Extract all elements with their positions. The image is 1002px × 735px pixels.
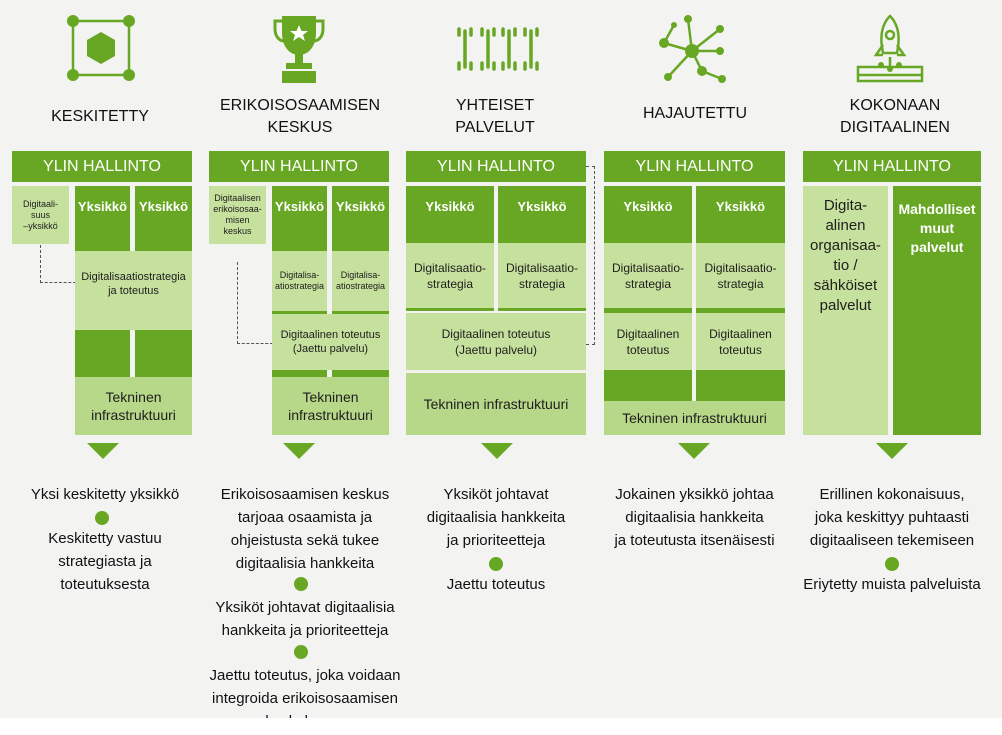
column-4-unit-b-label: Yksikkö [715,198,766,214]
column-4-infra: Tekninen infrastruktuuri [604,401,785,435]
column-5-header: YLIN HALLINTO [803,151,981,182]
column-2-infra: Tekninen infrastruktuuri [272,377,389,435]
column-3-implementation: Digitaalinen toteutus (Jaettu palvelu) [406,313,586,370]
column-2-implementation: Digitaalinen toteutus (Jaettu palvelu) [272,314,389,370]
column-2-header: YLIN HALLINTO [209,151,389,182]
column-4-unit-a-label: Yksikkö [623,198,673,214]
column-1-infra: Tekninen infrastruktuuri [75,377,192,435]
bullet-dot [294,577,308,591]
column-2-unit-a-label: Yksikkö [274,198,325,214]
column-4-strategy-b: Digitalisaatio- strategia [696,243,785,308]
other-services-box: Mahdolliset muut palvelut [893,186,981,435]
trophy-icon [273,16,325,83]
column-1-strategy: Digitalisaatiostrategia ja toteutus [75,251,192,330]
column-4-strategy-a: Digitalisaatio- strategia [604,243,692,308]
column-3-strategy-b: Digitalisaatio- strategia [498,243,586,308]
column-4-implementation-b: Digitaalinen toteutus [696,313,785,370]
bullet-dot [294,645,308,659]
column-4-header: YLIN HALLINTO [604,151,785,182]
digital-unit-box: Digitaali- suus –yksikkö [12,186,69,244]
column-5-desc-1: Erillinen kokonaisuus,joka keskittyy puh… [809,486,975,549]
rocket-launch-icon [856,14,924,83]
column-3-unit-a-label: Yksikkö [425,198,475,214]
digital-organisation-box: Digita- alinen organisaa- tio / sähköise… [803,186,888,435]
column-4-title: HAJAUTETTU [643,105,747,122]
bullet-dot [885,557,899,571]
column-2-strategy-b: Digitalisa- atiostrategia [332,251,389,311]
side-connector [237,262,273,344]
column-3-unit-b-label: Yksikkö [517,198,567,214]
column-2-unit-b-label: Yksikkö [335,198,386,214]
column-4-arrow [678,443,710,459]
network-nodes-icon [659,15,726,83]
side-connector [40,245,76,283]
column-2-strategy-a: Digitalisa- atiostrategia [272,251,327,311]
column-1-title: KESKITETTY [51,108,149,125]
column-1-unit-b-label: Yksikkö [138,198,189,214]
column-5-arrow [876,443,908,459]
column-1-unit-a-label: Yksikkö [77,198,128,214]
shared-services-icon [457,27,539,71]
column-2-arrow [283,443,315,459]
expertise-center-box: Digitaalisen erikoisosaa- misen keskus [209,186,266,244]
column-3-strategy-a: Digitalisaatio- strategia [406,243,494,308]
shared-service-connector [586,166,595,345]
column-3-arrow [481,443,513,459]
column-3-desc-2: Jaettu toteutus [446,576,546,593]
column-4-implementation-a: Digitaalinen toteutus [604,313,692,370]
column-1-header: YLIN HALLINTO [12,151,192,182]
column-1-arrow [87,443,119,459]
hexagon-network-icon [67,15,135,81]
column-3-header: YLIN HALLINTO [406,151,586,182]
column-5-desc-2: Eriytetty muista palveluista [803,576,981,593]
column-3-infra: Tekninen infrastruktuuri [406,373,586,435]
column-1-desc-1: Yksi keskitetty yksikkö [30,486,180,503]
bullet-dot [489,557,503,571]
bullet-dot [95,511,109,525]
